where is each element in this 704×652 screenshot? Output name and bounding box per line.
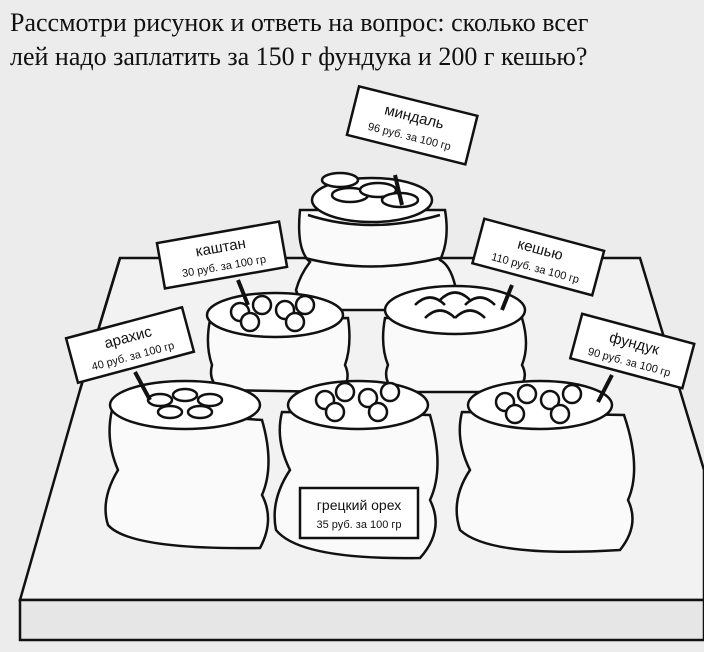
tag-walnut: грецкий орех 35 руб. за 100 гр [298, 486, 420, 540]
tag-chestnut: каштан 30 руб. за 100 гр [155, 220, 289, 290]
tag-almond: миндаль 96 руб. за 100 гр [345, 84, 479, 166]
tag-walnut-price: 35 руб. за 100 гр [316, 519, 401, 531]
sack-chestnut [205, 279, 351, 394]
question-text: Рассмотри рисунок и ответь на вопрос: ск… [10, 6, 700, 74]
tag-cashew: кешью 110 руб. за 100 гр [470, 217, 606, 297]
tag-hazelnut: фундук 90 руб. за 100 гр [568, 312, 696, 390]
sack-peanut [104, 371, 270, 550]
tag-walnut-name: грецкий орех [317, 497, 401, 513]
sack-cashew [381, 284, 528, 394]
sack-hazelnut [455, 374, 636, 554]
question-line-1: Рассмотри рисунок и ответь на вопрос: ск… [10, 8, 589, 37]
question-line-2: лей надо заплатить за 150 г фундука и 20… [10, 42, 588, 71]
tag-peanut: арахис 40 руб. за 100 гр [64, 305, 196, 385]
